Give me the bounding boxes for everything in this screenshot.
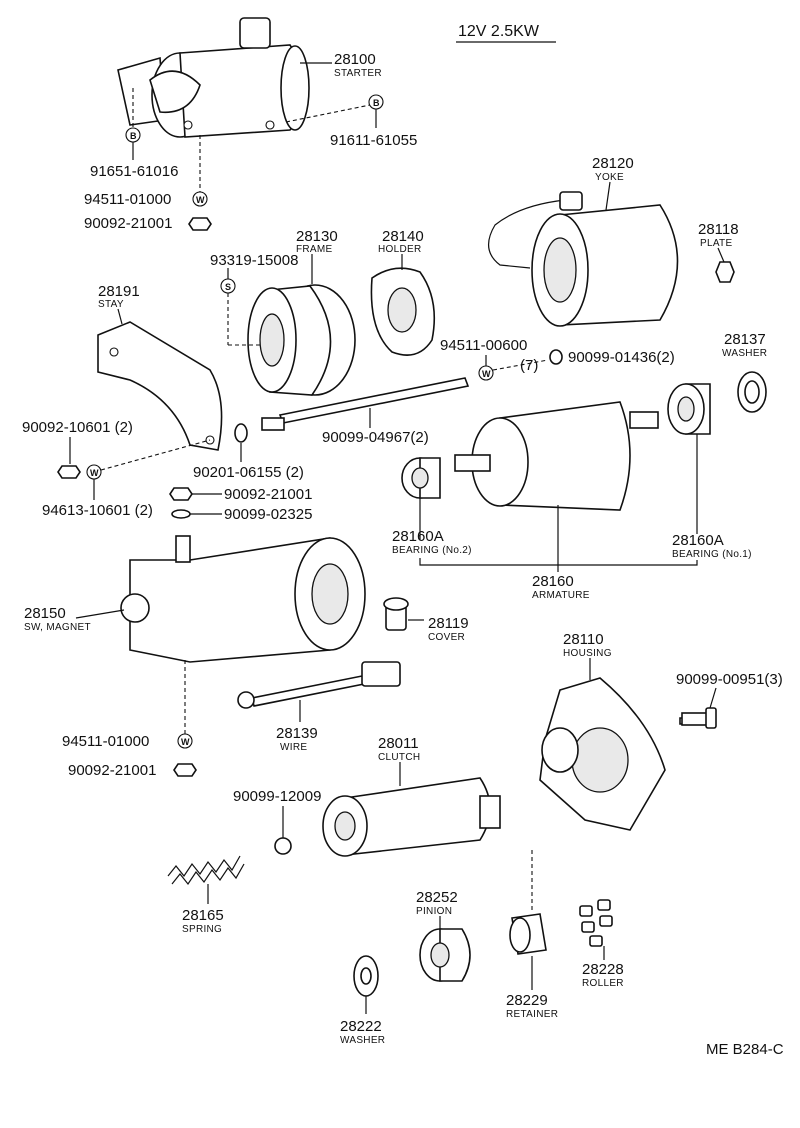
label-28228-num: 28228 (582, 961, 624, 978)
label-28229-name: RETAINER (506, 1009, 558, 1020)
label-90099-c: 90099-02325 (224, 506, 312, 523)
label-28130-num: 28130 (296, 228, 338, 245)
label-28165-num: 28165 (182, 907, 224, 924)
label-28228-name: ROLLER (582, 978, 624, 989)
clutch-drawing (322, 777, 501, 857)
ball-icon (274, 837, 292, 855)
label-94511-b: 94511-00600 (440, 337, 527, 354)
label-28222-num: 28222 (340, 1018, 382, 1035)
yoke-drawing (488, 191, 679, 327)
through-bolt-drawing (261, 377, 470, 431)
washer-symbol-label: W (196, 195, 205, 205)
label-90092-b: 90092-10601 (2) (22, 419, 133, 436)
bolt-drawing (679, 707, 717, 729)
label-28191-num: 28191 (98, 283, 140, 300)
label-28140-num: 28140 (382, 228, 424, 245)
label-28137-num: 28137 (724, 331, 766, 348)
spring-drawing (167, 855, 245, 886)
washer-icon (234, 423, 248, 443)
nut-icon (169, 487, 193, 501)
label-28252-name: PINION (416, 906, 452, 917)
label-28140-name: HOLDER (378, 244, 421, 255)
label-28120-num: 28120 (592, 155, 634, 172)
label-90099-d: 90099-00951(3) (676, 671, 783, 688)
label-28110-num: 28110 (563, 631, 604, 648)
pinion-drawing (419, 928, 471, 982)
plate-icon (715, 261, 735, 283)
label-28011-num: 28011 (378, 735, 419, 752)
label-7: (7) (520, 357, 538, 374)
nut-icon (57, 465, 81, 479)
label-91611: 91611-61055 (330, 132, 417, 149)
label-93319: 93319-15008 (210, 252, 298, 269)
label-28160A-no1-name: BEARING (No.1) (672, 549, 752, 560)
label-28119-name: COVER (428, 632, 465, 643)
armature-drawing (454, 401, 659, 511)
screw-symbol-label: S (225, 282, 231, 292)
bolt-symbol-label: B (373, 98, 380, 108)
label-28191-name: STAY (98, 299, 124, 310)
diagram-code: ME B284-C (706, 1041, 784, 1058)
washer-symbol-label: W (482, 369, 491, 379)
label-28252-num: 28252 (416, 889, 458, 906)
nut-icon (188, 217, 212, 231)
bearing-no1-drawing (667, 383, 711, 435)
bolt-symbol-label: B (130, 131, 137, 141)
washer-icon (549, 349, 563, 365)
housing-drawing (539, 677, 666, 831)
spec-title: 12V 2.5KW (458, 23, 540, 40)
washer-symbol-label: W (181, 737, 190, 747)
washer-symbol-icon (177, 733, 193, 749)
frame-drawing (247, 284, 356, 396)
label-94511-c: 94511-01000 (62, 733, 149, 750)
label-28165-name: SPRING (182, 924, 222, 935)
label-28150-num: 28150 (24, 605, 66, 622)
label-28160-num: 28160 (532, 573, 574, 590)
retainer-drawing (509, 913, 547, 955)
label-90099-e: 90099-12009 (233, 788, 321, 805)
label-28011-name: CLUTCH (378, 752, 420, 763)
holder-drawing (370, 267, 436, 356)
label-91651: 91651-61016 (90, 163, 178, 180)
rollers-drawing (579, 899, 613, 947)
washer-symbol-icon (192, 191, 208, 207)
label-28150-name: SW, MAGNET (24, 622, 91, 633)
label-28130-name: FRAME (296, 244, 333, 255)
label-28139-num: 28139 (276, 725, 318, 742)
label-28229-num: 28229 (506, 992, 548, 1009)
cover-drawing (383, 597, 409, 631)
label-28110-name: HOUSING (563, 648, 612, 659)
label-28118-name: PLATE (700, 238, 732, 249)
washer-symbol-label: W (90, 468, 99, 478)
label-28120-name: YOKE (595, 172, 624, 183)
label-28118-num: 28118 (698, 221, 739, 238)
label-90099-a: 90099-01436(2) (568, 349, 675, 366)
label-28160-name: ARMATURE (532, 590, 590, 601)
label-28119-num: 28119 (428, 615, 469, 632)
washer-symbol-icon (478, 365, 494, 381)
label-28137-name: WASHER (722, 348, 767, 359)
label-90092-c: 90092-21001 (224, 486, 312, 503)
label-90092-a: 90092-21001 (84, 215, 172, 232)
label-28160A-no2-num: 28160A (392, 528, 444, 545)
label-94613: 94613-10601 (2) (42, 502, 153, 519)
label-28222-name: WASHER (340, 1035, 385, 1046)
bearing-no2-drawing (401, 457, 441, 499)
label-28100-name: STARTER (334, 68, 382, 79)
label-28100-num: 28100 (334, 51, 376, 68)
label-28160A-no2-name: BEARING (No.2) (392, 545, 472, 556)
label-28160A-no1-num: 28160A (672, 532, 724, 549)
label-90099-b: 90099-04967(2) (322, 429, 429, 446)
label-90092-d: 90092-21001 (68, 762, 156, 779)
nut-icon (173, 763, 197, 777)
wire-drawing (237, 661, 401, 709)
washer-icon (171, 509, 191, 519)
label-94511-a: 94511-01000 (84, 191, 171, 208)
label-28139-name: WIRE (280, 742, 307, 753)
magnet-switch-drawing (120, 535, 366, 663)
label-90201: 90201-06155 (2) (193, 464, 304, 481)
starter-assembly-drawing (117, 17, 310, 138)
